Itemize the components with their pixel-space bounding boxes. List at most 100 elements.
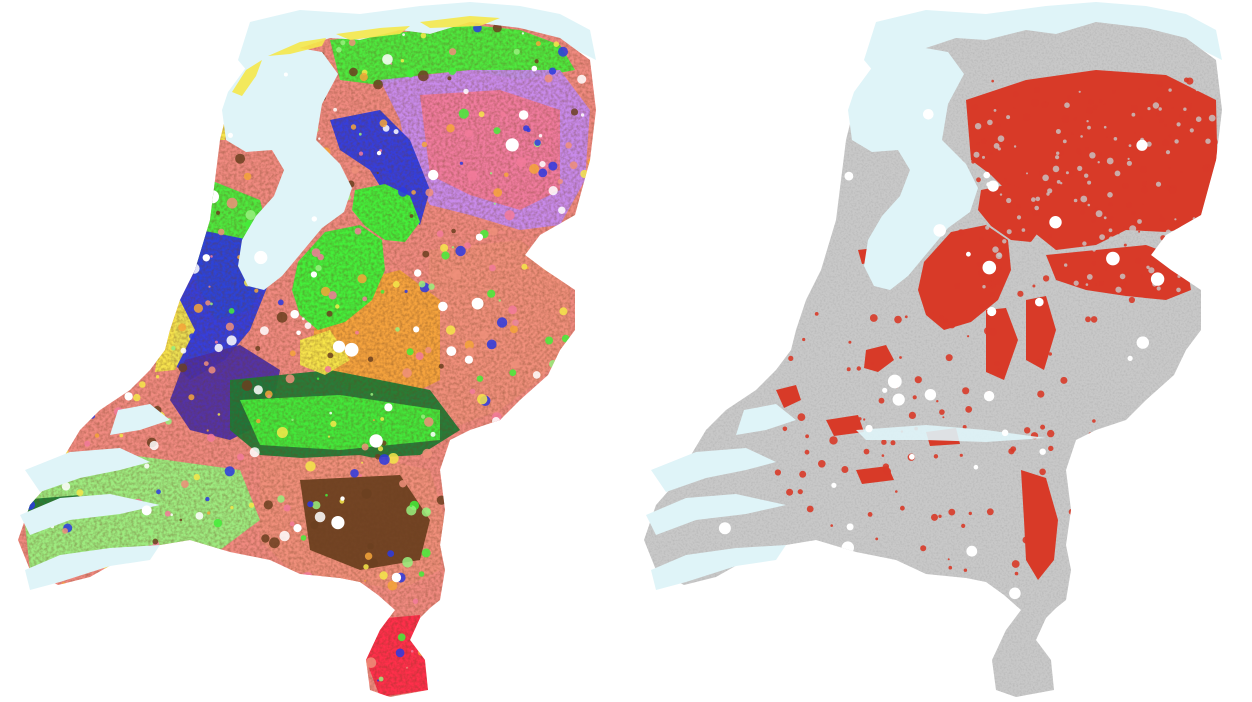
urban-area — [173, 643, 184, 654]
soil-patch — [318, 137, 321, 140]
soil-patch — [452, 696, 459, 697]
soil-patch — [181, 480, 189, 488]
soil-patch — [245, 210, 256, 220]
highlight-speck — [1012, 91, 1019, 98]
highlight-speck — [1159, 214, 1162, 217]
soil-patch — [542, 569, 547, 574]
soil-patch — [503, 558, 509, 564]
gray-hole — [1002, 239, 1007, 244]
highlight-speck — [1040, 424, 1046, 430]
soil-patch — [149, 440, 159, 451]
soil-patch — [178, 363, 188, 373]
gray-hole — [973, 151, 980, 158]
soil-patch — [493, 202, 496, 205]
highlight-speck — [1040, 560, 1045, 566]
highlight-speck — [1068, 255, 1071, 258]
highlight-speck — [1022, 536, 1030, 544]
soil-patch — [411, 190, 416, 195]
soil-patch — [100, 630, 110, 641]
highlight-speck — [1131, 210, 1136, 216]
soil-patch — [125, 585, 134, 594]
soil-patch — [193, 303, 203, 313]
soil-patch — [57, 635, 62, 639]
soil-patch — [587, 619, 596, 630]
highlight-speck — [1016, 203, 1021, 209]
highlight-speck — [823, 573, 830, 581]
soil-patch — [443, 607, 448, 611]
estuary-north — [651, 448, 776, 492]
soil-patch — [40, 262, 48, 270]
soil-patch — [500, 613, 506, 619]
soil-patch — [514, 453, 519, 457]
soil-patch — [516, 157, 527, 168]
soil-patch — [560, 387, 571, 398]
soil-patch — [255, 346, 261, 351]
urban-area — [718, 522, 731, 535]
soil-patch — [589, 236, 596, 246]
highlight-speck — [1141, 186, 1148, 194]
highlight-speck — [1091, 261, 1096, 266]
gray-hole — [1013, 252, 1020, 258]
soil-patch — [521, 32, 525, 35]
soil-patch — [418, 280, 426, 288]
urban-area — [1127, 355, 1133, 361]
highlight-specks — [774, 77, 1219, 581]
gray-hole — [1006, 115, 1011, 120]
soil-patch — [555, 493, 562, 500]
soil-patch — [263, 579, 271, 587]
soil-patch — [340, 40, 346, 46]
soil-type-map — [18, 2, 596, 697]
highlight-speck — [931, 311, 935, 314]
soil-patch — [132, 246, 136, 250]
gray-hole — [1089, 152, 1096, 159]
highlight-speck — [986, 508, 994, 516]
gray-hole — [1114, 170, 1121, 177]
gray-hole — [1021, 228, 1026, 232]
gray-hole — [1016, 215, 1022, 220]
soil-patch — [362, 296, 368, 302]
highlight-speck — [948, 508, 956, 516]
soil-patch — [78, 119, 89, 129]
soil-patch — [359, 474, 362, 477]
highlight-speck — [945, 354, 953, 362]
soil-patch — [189, 263, 200, 274]
urban-area — [1035, 297, 1044, 307]
map-layers — [18, 2, 596, 697]
soil-patch — [326, 609, 332, 615]
soil-patch — [446, 325, 456, 335]
soil-patch — [365, 696, 369, 697]
soil-patch — [379, 454, 390, 465]
soil-patch — [324, 366, 332, 373]
highlight-speck — [1035, 359, 1043, 367]
soil-patch — [66, 205, 72, 212]
highlight-speck — [1168, 134, 1172, 138]
soil-patch — [181, 554, 189, 562]
highlight-speck — [1061, 114, 1070, 124]
highlight-speck — [1140, 274, 1144, 278]
soil-patch — [99, 225, 111, 236]
soil-patch — [350, 469, 359, 478]
soil-patch — [52, 150, 60, 159]
highlight-speck — [963, 568, 968, 572]
soil-patch — [90, 59, 96, 65]
soil-patch — [44, 266, 48, 270]
urban-area — [504, 625, 513, 634]
highlight-speck — [957, 229, 965, 237]
highlight-speck — [1081, 523, 1085, 528]
urban-area — [52, 424, 59, 430]
soil-patch — [560, 666, 564, 670]
soil-patch — [577, 74, 587, 84]
soil-patch — [25, 500, 36, 510]
highlight-speck — [979, 303, 985, 309]
soil-patch — [21, 109, 30, 118]
soil-patch — [66, 345, 71, 350]
soil-patch — [150, 22, 157, 29]
soil-patch — [380, 289, 385, 294]
soil-patch — [379, 119, 388, 128]
gray-hole — [1165, 150, 1171, 155]
soil-patch — [350, 124, 357, 130]
highlight-flevoland-south — [918, 225, 1011, 330]
soil-patch — [534, 139, 541, 146]
highlight-speck — [992, 104, 998, 110]
soil-patch — [400, 59, 405, 63]
